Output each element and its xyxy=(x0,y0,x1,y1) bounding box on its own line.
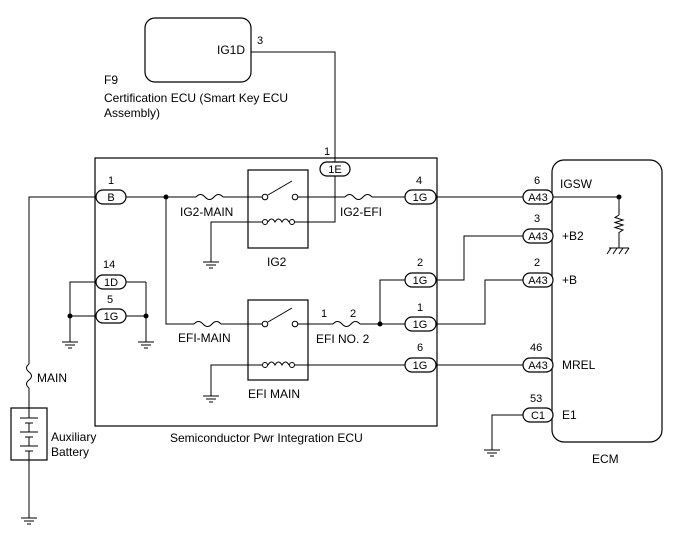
wire-ig2-coil-ground xyxy=(210,221,262,262)
connector-b-pin: 1 xyxy=(108,175,114,187)
connector-1d-label: 1D xyxy=(104,277,118,289)
ground-ecm-chassis-icon xyxy=(606,247,630,255)
relay-efi-main-coil-term-a xyxy=(262,362,268,368)
relay-ig2-coil-icon xyxy=(267,218,290,223)
battery-icon xyxy=(20,408,38,460)
ground-e1-icon xyxy=(484,449,500,457)
relay-efi-main xyxy=(247,299,309,381)
ecm-label: ECM xyxy=(592,452,619,466)
wire-1g2-b2 xyxy=(436,235,523,281)
ecm-b-pin: 2 xyxy=(534,257,540,269)
junction-1g5-right xyxy=(143,313,149,319)
connector-1g-4-pin: 4 xyxy=(416,175,422,187)
fuse-ig2-main-icon xyxy=(195,194,224,200)
ecm-b-connector-label: A43 xyxy=(528,275,548,287)
certification-ecu-box xyxy=(144,17,252,83)
integration-ecu-box xyxy=(94,157,438,427)
connector-1d-pin: 14 xyxy=(103,259,115,271)
certification-ecu-name-2: Assembly) xyxy=(104,106,160,120)
certification-ecu-terminal: IG1D xyxy=(217,43,245,57)
relay-ig2-contact-b xyxy=(291,193,299,201)
battery-label-1: Auxiliary xyxy=(51,430,96,444)
relay-efi-main-label: EFI MAIN xyxy=(248,387,300,401)
certification-ecu-code: F9 xyxy=(104,73,118,87)
connector-b-label: B xyxy=(107,192,114,204)
ground-left-icon xyxy=(62,341,78,349)
wire-efi-main-coil-ground xyxy=(210,364,262,396)
connector-1g-2-pin: 2 xyxy=(417,257,423,269)
connector-1g-2-label: 1G xyxy=(413,275,428,287)
relay-ig2-coil-term-b xyxy=(289,219,295,225)
relay-ig2-label: IG2 xyxy=(267,255,287,269)
connector-1g-5-pin: 5 xyxy=(107,294,113,306)
fuse-efi-main-label: EFI-MAIN xyxy=(178,331,231,345)
fuse-main-label: MAIN xyxy=(37,371,67,385)
wire-efi-no2-to-1g2 xyxy=(379,279,405,324)
ecm-b2-name: +B2 xyxy=(562,229,584,243)
connector-1e-pin: 1 xyxy=(324,146,330,158)
relay-efi-main-contact-a xyxy=(261,320,269,328)
ecm-e1-pin: 53 xyxy=(530,393,542,405)
certification-ecu-name-1: Certification ECU (Smart Key ECU xyxy=(104,91,288,105)
fuse-efi-no2-label: EFI NO. 2 xyxy=(316,332,370,346)
fuse-efi-no2-pin-left: 1 xyxy=(321,308,327,320)
certification-ecu: IG1D 3 F9 Certification ECU (Smart Key E… xyxy=(104,17,288,120)
ecm-igsw-connector-label: A43 xyxy=(528,192,548,204)
ecm-mrel-pin: 46 xyxy=(530,342,542,354)
connector-1g-5-label: 1G xyxy=(104,311,119,323)
ground-battery-icon xyxy=(21,517,37,525)
wire-battery-feed xyxy=(28,196,96,364)
wire-e1-ground xyxy=(491,414,523,450)
fuse-ig2-efi-icon xyxy=(344,194,373,200)
ecm-mrel-connector-label: A43 xyxy=(528,360,548,372)
fuse-ig2-main-label: IG2-MAIN xyxy=(180,205,233,219)
relay-efi-main-contact-b xyxy=(291,320,299,328)
ecm-igsw-name: IGSW xyxy=(560,177,593,191)
integration-ecu-name: Semiconductor Pwr Integration ECU xyxy=(170,431,363,445)
fuse-efi-main-icon xyxy=(193,321,222,327)
connector-1g-6-pin: 6 xyxy=(417,342,423,354)
certification-ecu-pin: 3 xyxy=(257,35,263,47)
relay-efi-main-switch-blade xyxy=(267,307,293,323)
relay-ig2 xyxy=(247,169,309,249)
relay-ig2-contact-a xyxy=(261,193,269,201)
connector-1g-1-pin: 1 xyxy=(417,302,423,314)
fuse-efi-no2-pin-right: 2 xyxy=(350,308,356,320)
ecm-b2-connector-label: A43 xyxy=(528,231,548,243)
connector-1g-4-label: 1G xyxy=(413,192,428,204)
relay-ig2-switch-blade xyxy=(267,180,293,196)
ecm-e1-name: E1 xyxy=(562,408,577,422)
wire-1d-left xyxy=(69,281,96,318)
ecm-b-name: +B xyxy=(562,273,577,287)
connector-1g-6-label: 1G xyxy=(413,360,428,372)
fuse-efi-no2-icon xyxy=(332,321,361,327)
fuse-main-icon xyxy=(26,363,32,389)
ground-ig2-icon xyxy=(203,261,219,269)
wire-1g1-b xyxy=(436,279,523,325)
ecm-igsw-pin: 6 xyxy=(534,175,540,187)
wire-ig2-coil-1e xyxy=(295,176,336,223)
ground-efi-main-icon xyxy=(203,395,219,403)
ecm-mrel-name: MREL xyxy=(562,358,596,372)
connector-1e-label: 1E xyxy=(328,164,341,176)
connector-1g-1-label: 1G xyxy=(413,319,428,331)
ecm-b2-pin: 3 xyxy=(534,213,540,225)
battery-label-2: Battery xyxy=(51,445,89,459)
ecm-e1-connector-label: C1 xyxy=(531,410,545,422)
relay-ig2-coil-term-a xyxy=(262,219,268,225)
wire-efi-main-feed xyxy=(165,197,194,325)
relay-efi-main-coil-term-b xyxy=(289,362,295,368)
relay-efi-main-coil-icon xyxy=(267,361,290,366)
ground-right-icon xyxy=(138,341,154,349)
resistor-icon xyxy=(613,214,625,233)
wire-ig1d xyxy=(251,51,336,162)
ecm-box xyxy=(551,159,663,443)
fuse-ig2-efi-label: IG2-EFI xyxy=(340,205,382,219)
